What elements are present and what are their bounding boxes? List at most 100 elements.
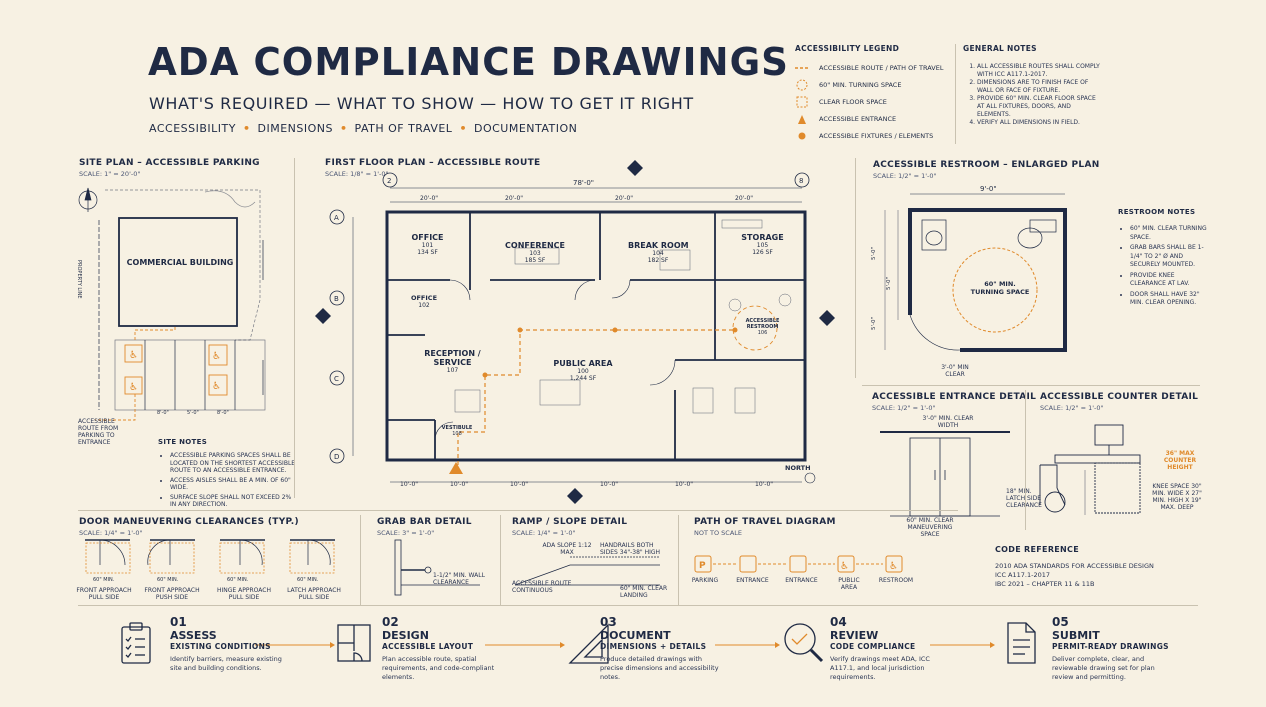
code-reference-line: 2010 ADA STANDARDS FOR ACCESSIBLE DESIGN (995, 562, 1154, 570)
magnifier-check-icon (784, 623, 824, 663)
ramp-base-label: ACCESSIBLE ROUTE CONTINUOUS (512, 580, 572, 594)
legend-title: ACCESSIBILITY LEGEND (795, 44, 900, 53)
floor-plan-title: FIRST FLOOR PLAN – ACCESSIBLE ROUTE (325, 158, 541, 168)
svg-text:♿: ♿ (889, 561, 898, 572)
entrance-drawing (880, 431, 1010, 517)
counter-detail-title: ACCESSIBLE COUNTER DETAIL (1040, 392, 1199, 402)
door-approach-label: LATCH APPROACH PULL SIDE (287, 587, 341, 601)
turning-space-label: 60" MIN. TURNING SPACE (970, 280, 1030, 296)
entrance-top-label: 3'-0" MIN. CLEAR WIDTH (922, 415, 974, 429)
restroom-drawing: 9'-0" 5'-0" 5'-0" 5'-0" (871, 185, 1067, 352)
entrance-detail-title: ACCESSIBLE ENTRANCE DETAIL (872, 392, 1037, 402)
tag-documentation: DOCUMENTATION (473, 122, 578, 135)
step-review: 04 REVIEW CODE COMPLIANCE Verify drawing… (830, 615, 930, 681)
path-stop-label: ENTRANCE (736, 577, 769, 584)
door-approach-label: HINGE APPROACH PULL SIDE (217, 587, 271, 601)
path-stop-label: RESTROOM (878, 577, 914, 584)
grid-row: A (334, 214, 339, 222)
room-office-102: OFFICE 102 (410, 294, 438, 309)
property-line-label: PROPERTY LINE (76, 260, 82, 299)
legend-label: 60" MIN. TURNING SPACE (819, 80, 902, 89)
turning-circle-icon (795, 79, 809, 91)
general-notes-title: GENERAL NOTES (963, 44, 1037, 53)
north-arrow-icon (804, 472, 816, 484)
step-assess: 01 ASSESS EXISTING CONDITIONS Identify b… (170, 615, 282, 672)
room-break-room-104: BREAK ROOM 104 182 SF (628, 241, 689, 264)
legend-item-fixtures: ACCESSIBLE FIXTURES / ELEMENTS (795, 127, 955, 144)
grid-col: 2 (387, 177, 391, 185)
restroom-note: DOOR SHALL HAVE 32" MIN. CLEAR OPENING. (1130, 291, 1210, 308)
legend-item-route: ACCESSIBLE ROUTE / PATH OF TRAVEL (795, 59, 955, 76)
ramp-landing-label: 60" MIN. CLEAR LANDING (620, 585, 668, 599)
door-dim: 60" MIN. (93, 577, 115, 583)
divider (294, 158, 295, 498)
ramp-title: RAMP / SLOPE DETAIL (512, 517, 628, 527)
path-diagram-drawing: P ♿ ♿ (694, 555, 903, 573)
top-dim: 20'-0" (615, 195, 633, 202)
path-stop-label: PUBLIC AREA (838, 577, 860, 591)
restroom-note: 60" MIN. CLEAR TURNING SPACE. (1130, 225, 1210, 242)
bottom-dim: 10'-0" (755, 481, 773, 488)
floor-plan-drawing: 2 8 A B C D 78'-0" 20'-0" 20'-0" 20'-0" … (315, 160, 835, 504)
svg-text:♿: ♿ (212, 351, 221, 362)
step-submit: 05 SUBMIT PERMIT-READY DRAWINGS Deliver … (1052, 615, 1169, 681)
site-plan-scale: SCALE: 1" = 20'-0" (79, 170, 141, 178)
general-note: DIMENSIONS ARE TO FINISH FACE OF WALL OR… (977, 79, 1103, 95)
code-reference-title: CODE REFERENCE (995, 545, 1079, 554)
path-diagram-title: PATH OF TRAVEL DIAGRAM (694, 517, 836, 527)
site-note: ACCESSIBLE PARKING SPACES SHALL BE LOCAT… (170, 452, 298, 475)
site-note: ACCESS AISLES SHALL BE A MIN. OF 60" WID… (170, 477, 298, 492)
step-design: 02 DESIGN ACCESSIBLE LAYOUT Plan accessi… (382, 615, 495, 681)
legend-item-clear-floor: CLEAR FLOOR SPACE (795, 93, 955, 110)
divider (360, 515, 361, 605)
grid-row: B (334, 295, 339, 303)
entrance-detail-scale: SCALE: 1/2" = 1'-0" (872, 404, 936, 412)
svg-text:♿: ♿ (840, 561, 849, 572)
legend-label: CLEAR FLOOR SPACE (819, 97, 887, 106)
room-conference-103: CONFERENCE 103 185 SF (505, 241, 565, 264)
room-storage-105: STORAGE 105 126 SF (741, 233, 784, 256)
door-clearances-title: DOOR MANEUVERING CLEARANCES (TYP.) (79, 517, 299, 527)
divider (862, 385, 1200, 386)
restroom-note: PROVIDE KNEE CLEARANCE AT LAV. (1130, 272, 1210, 289)
overall-dim: 78'-0" (573, 179, 594, 187)
bottom-dim: 10'-0" (510, 481, 528, 488)
svg-text:P: P (699, 561, 706, 571)
legend-item-entrance: ACCESSIBLE ENTRANCE (795, 110, 955, 127)
tag-accessibility: ACCESSIBILITY (149, 122, 236, 135)
svg-text:♿: ♿ (212, 381, 221, 392)
top-dim: 20'-0" (420, 195, 438, 202)
entrance-triangle-icon (795, 113, 809, 125)
svg-text:♿: ♿ (129, 382, 138, 393)
restroom-clear-label: 3'-0" MIN CLEAR (941, 364, 969, 378)
room-restroom-106: ACCESSIBLE RESTROOM 106 (745, 318, 780, 336)
room-public-area-100: PUBLIC AREA 100 1,244 SF (553, 359, 613, 382)
restroom-side-dim: 5'-0" (871, 247, 877, 260)
counter-drawing (1039, 424, 1141, 515)
grab-bar-scale: SCALE: 3" = 1'-0" (377, 529, 435, 537)
divider (78, 605, 1198, 606)
grid-row: C (334, 375, 339, 383)
divider (1025, 390, 1026, 530)
entrance-side-label: 18" MIN. LATCH SIDE CLEARANCE (1006, 488, 1042, 509)
door-approach-label: FRONT APPROACH PUSH SIDE (144, 587, 200, 601)
counter-height-label: 36" MAX COUNTER HEIGHT (1163, 450, 1197, 471)
grab-bar-note: 1-1/2" MIN. WALL CLEARANCE (433, 572, 485, 586)
ramp-handrail-label: HANDRAILS BOTH SIDES 34"-38" HIGH (600, 542, 661, 556)
path-stop-label: ENTRANCE (785, 577, 818, 584)
site-dim: 8'-0" (217, 410, 229, 416)
topic-tags: ACCESSIBILITY • DIMENSIONS • PATH OF TRA… (149, 122, 577, 135)
general-notes: GENERAL NOTES ALL ACCESSIBLE ROUTES SHAL… (963, 44, 1103, 127)
divider (500, 515, 501, 605)
restroom-top-dim: 9'-0" (980, 185, 997, 193)
legend-item-turning: 60" MIN. TURNING SPACE (795, 76, 955, 93)
process-steps: 01 ASSESS EXISTING CONDITIONS Identify b… (120, 615, 1220, 700)
restroom-side-dim: 5'-0" (871, 317, 877, 330)
door-approach-label: FRONT APPROACH PULL SIDE (76, 587, 132, 601)
site-note: SURFACE SLOPE SHALL NOT EXCEED 2% IN ANY… (170, 494, 298, 509)
legend-label: ACCESSIBLE FIXTURES / ELEMENTS (819, 131, 934, 140)
page-subtitle: WHAT'S REQUIRED — WHAT TO SHOW — HOW TO … (149, 94, 694, 113)
top-dim: 20'-0" (735, 195, 753, 202)
bottom-dim: 10'-0" (400, 481, 418, 488)
general-note: ALL ACCESSIBLE ROUTES SHALL COMPLY WITH … (977, 63, 1103, 79)
